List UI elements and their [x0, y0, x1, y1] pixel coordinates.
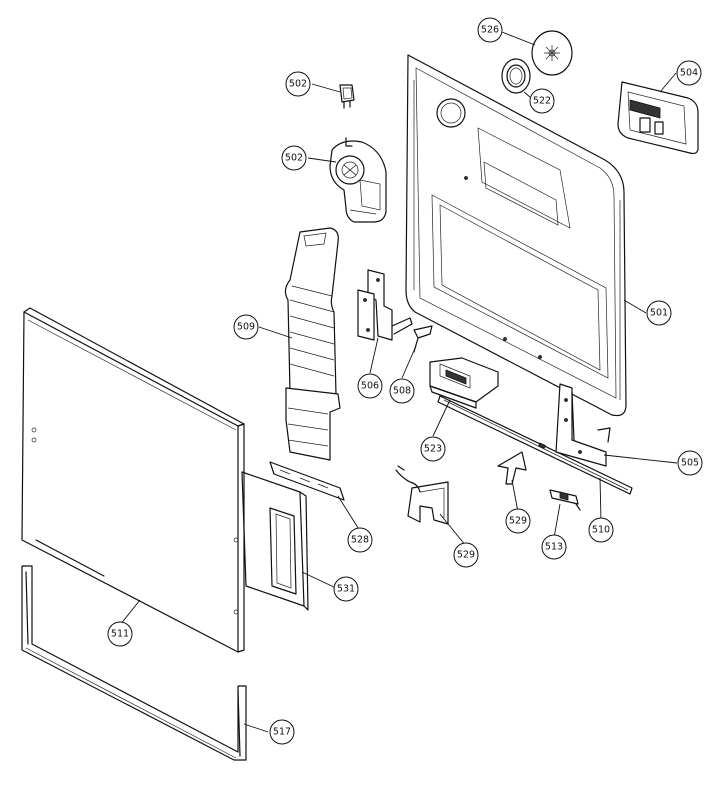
- callout-label: 505: [681, 458, 699, 469]
- latch-housing-part: [429, 357, 499, 409]
- callouts: 526 502 522 504 502 501 509 506: [107, 17, 703, 745]
- callout-label: 529: [457, 550, 475, 561]
- callout-505: 505: [677, 450, 703, 476]
- bracket-part: [357, 269, 413, 341]
- callout-526: 526: [477, 17, 503, 43]
- callout-label: 504: [680, 68, 698, 79]
- callout-label: 522: [533, 96, 551, 107]
- callout-511: 511: [107, 621, 133, 647]
- callout-label: 526: [481, 25, 499, 36]
- callout-501: 501: [646, 300, 672, 326]
- callout-label: 523: [424, 444, 442, 455]
- callout-label: 511: [111, 629, 129, 640]
- callout-label: 528: [351, 535, 369, 546]
- callout-502-valve: 502: [285, 71, 311, 97]
- leader-lines: [119, 31, 678, 733]
- callout-label: 502: [289, 79, 307, 90]
- hinge-bracket-part: [555, 383, 611, 467]
- blower-assembly-part: [329, 137, 387, 223]
- callout-529-bracket: 529: [453, 542, 479, 568]
- outer-door-panel-part: [21, 307, 245, 653]
- callout-label: 529: [509, 516, 527, 527]
- top-strip-part: [269, 461, 345, 501]
- callout-513: 513: [541, 534, 567, 560]
- air-duct-part: [284, 227, 341, 461]
- callout-label: 506: [361, 381, 379, 392]
- disc-part: [531, 30, 573, 76]
- callout-502-blower: 502: [281, 145, 307, 171]
- callout-506: 506: [357, 373, 383, 399]
- handle-panel-part: [241, 471, 309, 611]
- gasket-ring-part: [501, 58, 531, 94]
- callout-517: 517: [269, 719, 295, 745]
- latch-clip-part: [413, 325, 433, 353]
- small-valve-part: [339, 84, 355, 109]
- callout-label: 508: [393, 386, 411, 397]
- callout-label: 513: [545, 542, 563, 553]
- callout-label: 509: [237, 322, 255, 333]
- callout-label: 531: [337, 584, 355, 595]
- callout-523: 523: [420, 436, 446, 462]
- callout-522: 522: [529, 88, 555, 114]
- callout-label: 502: [285, 153, 303, 164]
- callout-508: 508: [389, 378, 415, 404]
- callout-529-arrow: 529: [505, 508, 531, 534]
- callout-509: 509: [233, 314, 259, 340]
- arrow-tab-part: [497, 451, 527, 485]
- callout-531: 531: [333, 576, 359, 602]
- inner-door-panel-part: [405, 54, 627, 417]
- base-frame-part: [21, 565, 247, 761]
- small-clip-part: [549, 489, 581, 511]
- callout-528: 528: [347, 527, 373, 553]
- callout-510: 510: [588, 517, 614, 543]
- lower-bracket-part: [395, 465, 449, 525]
- dispenser-part: [617, 81, 699, 155]
- callout-504: 504: [676, 60, 702, 86]
- callout-label: 501: [650, 308, 668, 319]
- callout-label: 510: [592, 525, 610, 536]
- callout-label: 517: [273, 727, 291, 738]
- long-rail-part: [437, 395, 633, 495]
